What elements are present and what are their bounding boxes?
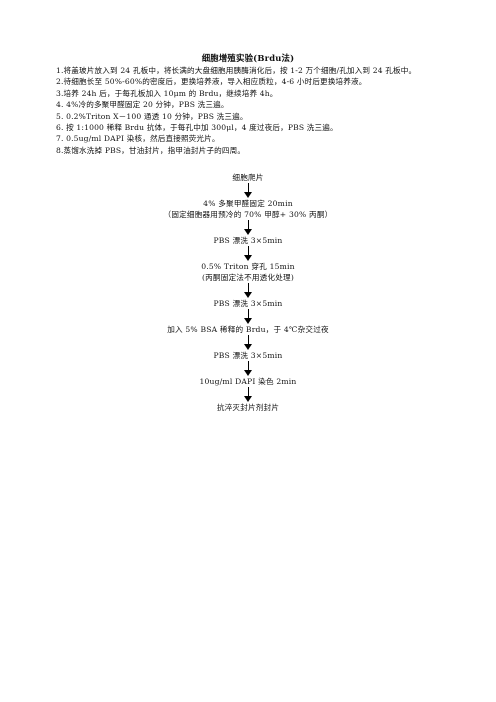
flow-node-pbs-wash: PBS 漂洗 3×5min [213,350,282,361]
down-arrow-icon [243,387,253,402]
protocol-step: 3.培养 24h 后，于每孔板加入 10μm 的 Brdu，继续培养 4h。 [56,88,278,98]
down-arrow-icon [243,283,253,298]
flow-node-text: PBS 漂洗 3×5min [213,299,283,308]
down-arrow-icon [243,246,253,261]
down-arrow-icon [243,220,253,235]
down-arrow-icon [243,183,253,198]
flow-node-brdu-incubation: 加入 5% BSA 稀释的 Brdu，于 4℃杂交过夜 [167,324,329,335]
flow-node-text: 10ug/ml DAPI 染色 2min [199,377,297,386]
down-arrow-icon [243,335,253,350]
protocol-flowchart: 细胞爬片 4% 多聚甲醛固定 20min （固定细胞器用预冷的 70% 甲醇+ … [0,172,496,413]
protocol-step: 5. 0.2%Triton X－100 通透 10 分钟，PBS 洗三遍。 [56,111,248,121]
protocol-step: 1.将盖玻片放入到 24 孔板中，将长满的大盘细胞用胰酶消化后，按 1-2 万个… [56,66,417,75]
flow-node-mounting: 抗淬灭封片剂封片 [217,402,279,413]
down-arrow-icon [243,309,253,324]
flow-node-text: 0.5% Triton 穿孔 15min [201,262,295,271]
flow-node-text: PBS 漂洗 3×5min [213,236,283,245]
document-title: 细胞增殖实验(Brdu法) [201,53,295,63]
flow-node-text: 抗淬灭封片剂封片 [216,403,280,412]
protocol-step: 6. 按 1:1000 稀释 Brdu 抗体，于每孔中加 300μl，4 度过夜… [56,123,338,133]
flow-node-pbs-wash: PBS 漂洗 3×5min [213,298,282,309]
flow-node-note: （固定细胞器用预冷的 70% 甲醇+ 30% 丙酮） [163,210,333,219]
protocol-step: 7. 0.5ug/ml DAPI 染核，然后直接照荧光片。 [56,134,220,144]
flow-node-note: (丙酮固定法不用透化处理) [201,273,295,282]
flow-node-permeabilization: 0.5% Triton 穿孔 15min (丙酮固定法不用透化处理) [201,261,295,283]
flow-node-text: 细胞爬片 [232,173,264,182]
protocol-step: 8.蒸馏水洗掉 PBS，甘油封片，指甲油封片子的四周。 [56,145,246,155]
protocol-steps: 1.将盖玻片放入到 24 孔板中，将长满的大盘细胞用胰酶消化后，按 1-2 万个… [56,65,432,156]
flow-node-text: PBS 漂洗 3×5min [213,351,283,360]
flow-node-text: 4% 多聚甲醛固定 20min [203,199,293,208]
flow-node-seeding: 细胞爬片 [232,172,263,183]
flow-node-pbs-wash: PBS 漂洗 3×5min [213,235,282,246]
flow-node-text: 加入 5% BSA 稀释的 Brdu，于 4℃杂交过夜 [167,325,329,334]
down-arrow-icon [243,361,253,376]
flow-node-dapi-stain: 10ug/ml DAPI 染色 2min [199,376,296,387]
protocol-step: 4. 4%冷的多聚甲醛固定 20 分钟，PBS 洗三遍。 [56,100,229,110]
protocol-step: 2.待细胞长至 50%-60%的密度后，更换培养液，导入相应质粒，4-6 小时后… [56,77,367,87]
flow-node-fixation: 4% 多聚甲醛固定 20min （固定细胞器用预冷的 70% 甲醇+ 30% 丙… [164,198,333,220]
